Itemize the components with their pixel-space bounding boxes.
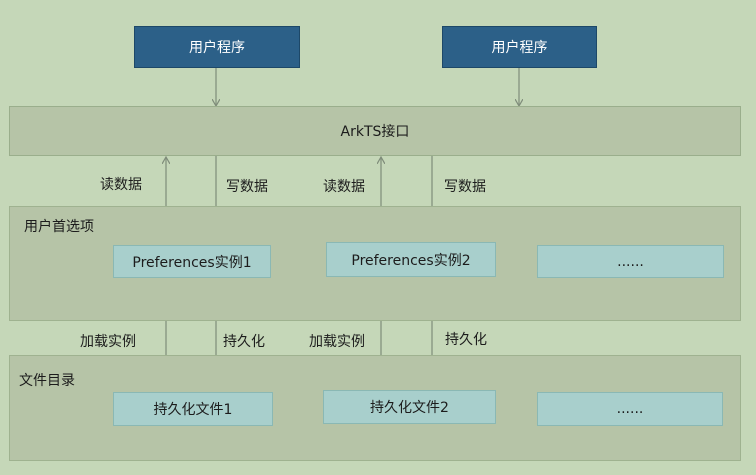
preferences-region-title: 用户首选项 <box>24 219 94 235</box>
preferences-instance-1-label: Preferences实例1 <box>132 254 252 271</box>
user-program-label-1: 用户程序 <box>189 40 245 56</box>
preferences-instance-2: Preferences实例2 <box>326 242 496 277</box>
persistent-file-1-label: 持久化文件1 <box>153 402 233 418</box>
user-program-box-2: 用户程序 <box>442 26 597 68</box>
persistent-file-2: 持久化文件2 <box>323 390 496 424</box>
load-instance-label-2: 加载实例 <box>309 334 365 350</box>
load-instance-label-1: 加载实例 <box>80 334 136 350</box>
read-data-label-1: 读数据 <box>100 177 142 193</box>
arkts-api-box: ArkTS接口 <box>9 106 741 156</box>
persist-label-2: 持久化 <box>445 332 487 348</box>
persistent-file-2-label: 持久化文件2 <box>370 400 449 416</box>
write-data-label-2: 写数据 <box>444 179 486 195</box>
preferences-instance-more-label: ...... <box>617 253 644 270</box>
persist-label-1: 持久化 <box>223 334 265 350</box>
preferences-instance-more: ...... <box>537 245 724 278</box>
user-program-box-1: 用户程序 <box>134 26 300 68</box>
read-data-label-2: 读数据 <box>323 179 365 195</box>
persistent-file-more-label: ...... <box>616 401 644 417</box>
persistent-file-more: ...... <box>537 392 723 426</box>
preferences-instance-2-label: Preferences实例2 <box>351 252 471 269</box>
file-directory-region-title: 文件目录 <box>19 373 75 389</box>
preferences-instance-1: Preferences实例1 <box>113 245 271 278</box>
arkts-api-label: ArkTS接口 <box>340 124 410 140</box>
user-program-label-2: 用户程序 <box>491 40 548 56</box>
persistent-file-1: 持久化文件1 <box>113 392 273 426</box>
write-data-label-1: 写数据 <box>226 179 268 195</box>
